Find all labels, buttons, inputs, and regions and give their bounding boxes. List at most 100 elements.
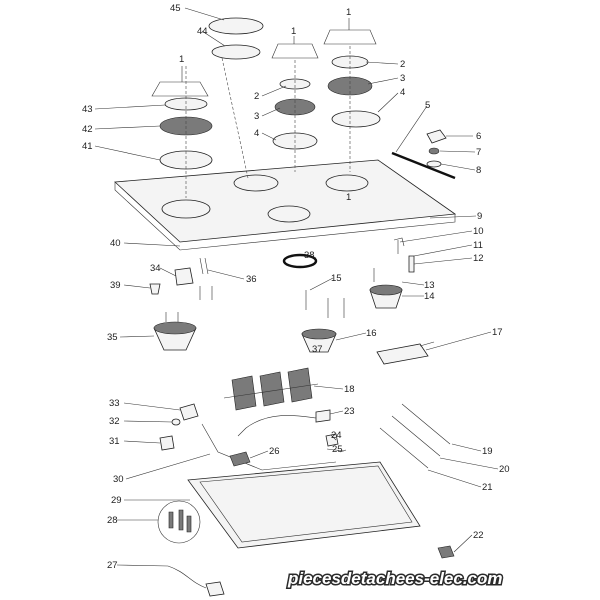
part-label: 23 — [344, 406, 355, 417]
part-label: 37 — [312, 344, 323, 355]
part-label: 31 — [109, 436, 120, 447]
thermocouple-rod — [401, 403, 451, 445]
burner-base — [331, 110, 381, 128]
electrode — [305, 240, 399, 318]
part-label: 3 — [400, 73, 405, 84]
bracket — [229, 451, 251, 467]
clip — [393, 237, 405, 247]
part-label: 32 — [109, 416, 120, 427]
thermocouple — [149, 283, 161, 295]
gasket — [171, 418, 181, 426]
spring — [428, 147, 440, 155]
part-label: 25 — [332, 444, 343, 455]
gas-connector — [159, 435, 175, 451]
part-label: 42 — [82, 124, 93, 135]
part-label: 24 — [331, 430, 342, 441]
part-label: 7 — [476, 147, 481, 158]
burner-hole — [325, 174, 369, 192]
part-label: 38 — [304, 250, 315, 261]
thermocouple-rod — [391, 415, 441, 457]
part-label: 6 — [476, 131, 481, 142]
clamp — [325, 433, 339, 447]
part-label: 18 — [344, 384, 355, 395]
pan-support — [323, 29, 377, 45]
part-labels: 1 1 1 1 2 2 3 3 4 4 5 6 7 8 9 10 11 12 1… — [82, 3, 510, 571]
hob-plate-edge — [114, 182, 456, 251]
gas-taps — [223, 367, 319, 411]
parts-circle — [157, 500, 201, 544]
electrode — [199, 257, 209, 275]
ignition-module — [376, 343, 429, 365]
screws — [168, 509, 192, 533]
part-label: 26 — [269, 446, 280, 457]
plug — [205, 581, 225, 597]
wiring-harness — [237, 415, 317, 437]
burner-cup-top — [369, 284, 403, 296]
part-label: 1 — [291, 26, 296, 37]
burner-cup-top — [301, 328, 337, 340]
part-label: 1 — [179, 54, 184, 65]
part-label: 8 — [476, 165, 481, 176]
part-label: 13 — [424, 280, 435, 291]
axis-dash — [221, 57, 249, 179]
o-ring — [282, 253, 318, 269]
part-label: 27 — [107, 560, 118, 571]
injector — [174, 267, 194, 286]
part-label: 2 — [400, 59, 405, 70]
part-label: 1 — [346, 192, 351, 203]
power-cord — [167, 565, 207, 589]
part-label: 15 — [331, 273, 342, 284]
washer — [426, 160, 442, 168]
gas-elbow — [179, 403, 199, 421]
part-label: 40 — [110, 238, 121, 249]
part-label: 36 — [246, 274, 257, 285]
part-label: 9 — [477, 211, 482, 222]
part-label: 41 — [82, 141, 93, 152]
part-label: 29 — [111, 495, 122, 506]
part-label: 17 — [492, 327, 503, 338]
part-label: 22 — [473, 530, 484, 541]
pin — [165, 286, 213, 322]
part-label: 35 — [107, 332, 118, 343]
part-label: 34 — [150, 263, 161, 274]
part-label: 21 — [482, 482, 493, 493]
burner-cap-large — [208, 17, 264, 35]
part-label: 11 — [473, 240, 483, 251]
cable-clamp — [437, 545, 455, 559]
burner-hole — [267, 205, 311, 223]
part-label: 39 — [110, 280, 121, 291]
hob-top-plate — [114, 159, 457, 243]
part-label: 1 — [346, 7, 351, 18]
part-label: 44 — [197, 26, 208, 37]
part-label: 5 — [425, 100, 430, 111]
part-label: 45 — [170, 3, 181, 14]
part-label: 2 — [254, 91, 259, 102]
pan-support — [271, 43, 319, 59]
pan-support — [151, 81, 209, 97]
part-label: 33 — [109, 398, 120, 409]
seal-strip — [391, 151, 456, 180]
part-label: 10 — [473, 226, 484, 237]
burner-hole — [161, 199, 211, 219]
part-label: 30 — [113, 474, 124, 485]
burner-ring — [211, 44, 261, 60]
module-wire — [419, 341, 435, 347]
burner-cup-top — [153, 321, 197, 335]
watermark: piecesdetachees-elec.com — [287, 569, 503, 588]
part-label: 19 — [482, 446, 493, 457]
control-knob — [426, 129, 447, 144]
bottom-tray — [187, 461, 421, 549]
spark-plug — [408, 255, 415, 273]
leader-lines — [94, 7, 499, 567]
burner-hole — [233, 174, 279, 192]
part-label: 16 — [366, 328, 377, 339]
part-label: 4 — [400, 87, 405, 98]
tray-inner — [199, 465, 413, 543]
part-label: 12 — [473, 253, 484, 264]
wire-clip — [315, 409, 331, 423]
part-label: 3 — [254, 111, 259, 122]
part-label: 20 — [499, 464, 510, 475]
burner-cap — [279, 78, 311, 90]
